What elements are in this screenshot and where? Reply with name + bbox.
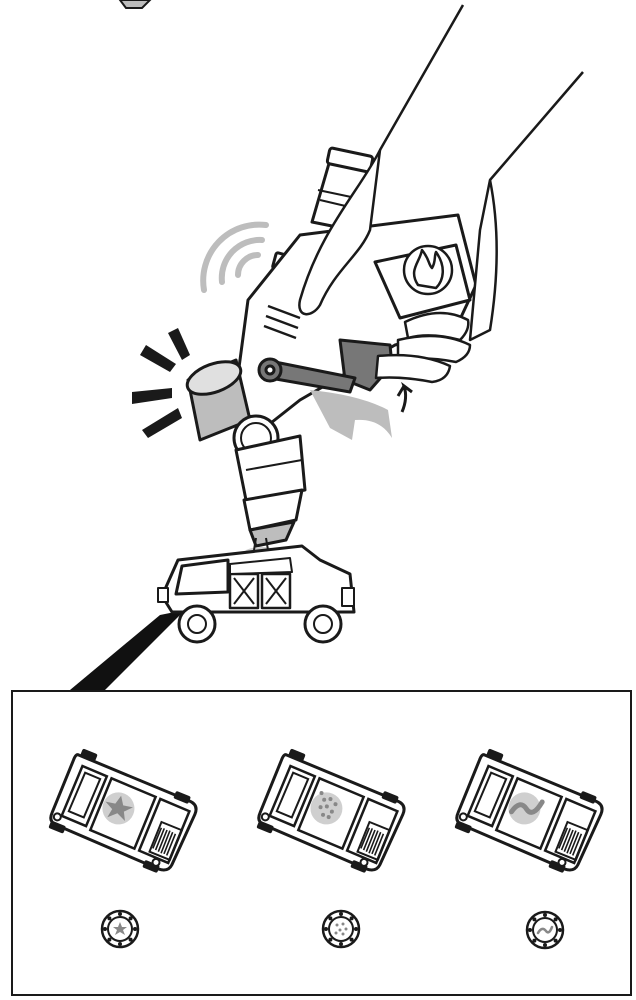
flame-icon — [404, 246, 452, 294]
stamp-options-panel — [11, 690, 632, 996]
stamp-option-star — [44, 745, 204, 879]
stamp-option-dots — [252, 745, 412, 879]
stamp-token-star — [102, 911, 138, 947]
forearm — [380, 5, 583, 180]
callout-pointer — [58, 610, 185, 700]
stamp-token-dots — [323, 911, 359, 947]
stamp-option-wave — [450, 745, 610, 879]
curved-arrow-icon — [398, 386, 412, 412]
sound-waves-icon — [203, 225, 266, 290]
light-burst-icon — [132, 328, 190, 438]
stamp-token-wave — [527, 912, 563, 948]
toy-vehicle-side — [158, 546, 354, 642]
partial-object — [120, 0, 150, 8]
